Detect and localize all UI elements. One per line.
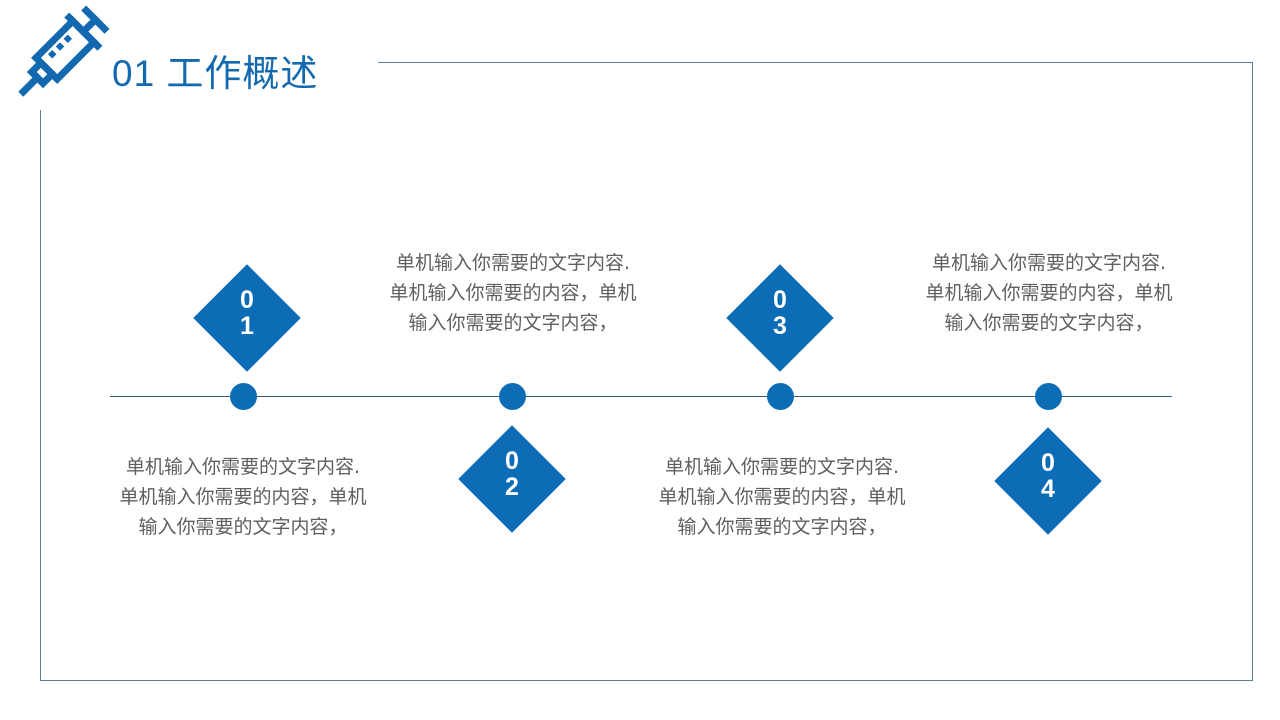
milestone-number-01: 0 1 bbox=[209, 287, 285, 339]
syringe-icon bbox=[18, 5, 110, 97]
frame-border-top bbox=[378, 62, 1253, 63]
milestone-text-01: 单机输入你需要的文字内容. 单机输入你需要的内容，单机输入你需要的文字内容， bbox=[119, 456, 367, 538]
milestone-digit-bottom-01: 1 bbox=[240, 312, 254, 340]
timeline-dot-01[interactable] bbox=[230, 383, 257, 410]
milestone-text-02: 单机输入你需要的文字内容. 单机输入你需要的内容，单机输入你需要的文字内容， bbox=[389, 252, 637, 334]
timeline-dot-02[interactable] bbox=[499, 383, 526, 410]
timeline-axis bbox=[110, 396, 1172, 398]
timeline-dot-03[interactable] bbox=[767, 383, 794, 410]
milestone-digit-bottom-04: 4 bbox=[1041, 475, 1055, 503]
milestone-digit-bottom-02: 2 bbox=[505, 473, 519, 501]
frame-border-bottom bbox=[40, 680, 1253, 681]
milestone-number-04: 0 4 bbox=[1010, 450, 1086, 502]
milestone-digit-top-03: 0 bbox=[773, 286, 787, 314]
milestone-number-02: 0 2 bbox=[474, 448, 550, 500]
milestone-digit-top-01: 0 bbox=[240, 286, 254, 314]
milestone-number-03: 0 3 bbox=[742, 287, 818, 339]
page-title: 01 工作概述 bbox=[112, 53, 319, 94]
frame-border-right bbox=[1252, 62, 1253, 681]
milestone-text-03: 单机输入你需要的文字内容. 单机输入你需要的内容，单机输入你需要的文字内容， bbox=[658, 456, 906, 538]
timeline-dot-04[interactable] bbox=[1035, 383, 1062, 410]
frame-border-left bbox=[40, 110, 41, 681]
milestone-digit-top-04: 0 bbox=[1041, 449, 1055, 477]
milestone-text-04: 单机输入你需要的文字内容. 单机输入你需要的内容，单机输入你需要的文字内容， bbox=[925, 252, 1173, 334]
milestone-digit-top-02: 0 bbox=[505, 447, 519, 475]
milestone-digit-bottom-03: 3 bbox=[773, 312, 787, 340]
